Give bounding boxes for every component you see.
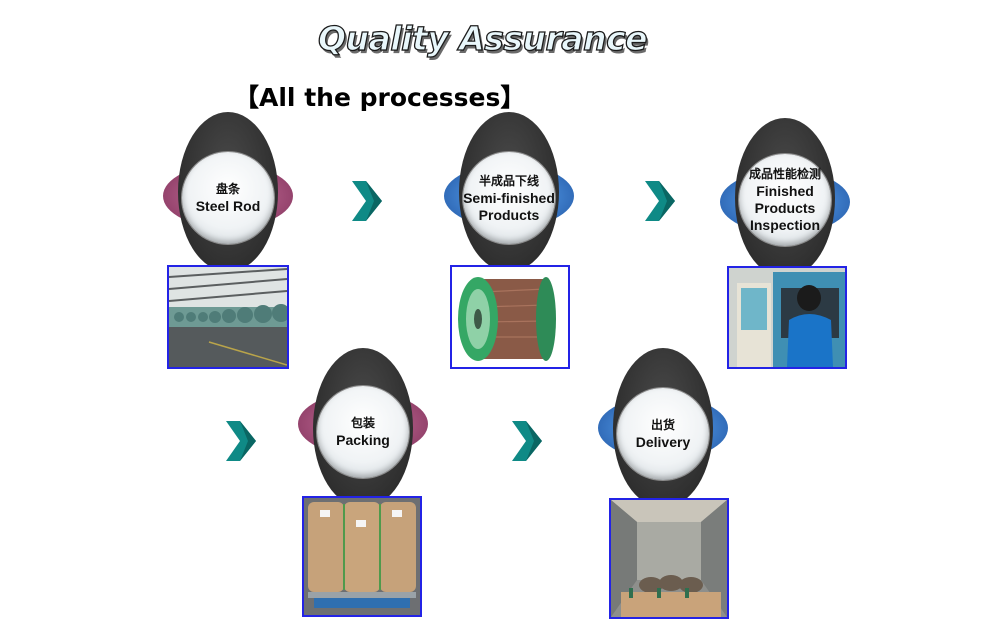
step-label-en: Products <box>754 200 816 216</box>
step-label-zh: 成品性能检测 <box>748 167 821 181</box>
step-label-en: Semi-finished <box>463 189 555 206</box>
step-label-disc: 出货 Delivery <box>617 388 709 480</box>
step-label-en: Finished <box>756 183 814 199</box>
step-label-disc: 包装 Packing <box>317 386 409 478</box>
chevron-right-icon <box>643 181 677 221</box>
worker-testing-machine-image <box>729 268 845 367</box>
step-label-en: Inspection <box>749 217 820 233</box>
process-step-packing: 包装 Packing <box>298 348 428 508</box>
step-label-en: Delivery <box>635 434 691 450</box>
process-step-steel-rod: 盘条 Steel Rod <box>163 112 293 272</box>
loaded-container-image <box>611 500 727 617</box>
step-label-zh: 出货 <box>650 418 675 432</box>
section-subtitle: 【All the processes】 <box>234 83 526 112</box>
step-label-zh: 半成品下线 <box>478 173 539 188</box>
process-step-semi-finished-products: 半成品下线 Semi-finished Products <box>444 112 574 272</box>
steel-rod-photo <box>167 265 289 369</box>
chevron-right-icon <box>510 421 544 461</box>
process-step-delivery: 出货 Delivery <box>598 348 728 508</box>
step-label-en: Products <box>478 206 540 223</box>
step-label-en: Packing <box>336 432 390 448</box>
chevron-right-icon <box>350 181 384 221</box>
chevron-right-icon <box>224 421 258 461</box>
process-step-finished-products-inspection: 成品性能检测 Finished Products Inspection <box>720 118 850 278</box>
step-label-disc: 盘条 Steel Rod <box>182 152 274 244</box>
step-label-zh: 包装 <box>350 416 375 430</box>
copper-wire-spool-image <box>452 267 568 367</box>
steel-rod-warehouse-image <box>169 267 287 367</box>
semi-finished-photo <box>450 265 570 369</box>
inspection-photo <box>727 266 847 369</box>
step-label-disc: 成品性能检测 Finished Products Inspection <box>739 154 831 246</box>
delivery-photo <box>609 498 729 619</box>
step-label-zh: 盘条 <box>215 182 240 196</box>
packed-drums-image <box>304 498 420 615</box>
packing-photo <box>302 496 422 617</box>
page-title: Quality Assurance <box>317 18 648 58</box>
step-label-en: Steel Rod <box>195 198 261 214</box>
step-label-disc: 半成品下线 Semi-finished Products <box>463 152 555 244</box>
